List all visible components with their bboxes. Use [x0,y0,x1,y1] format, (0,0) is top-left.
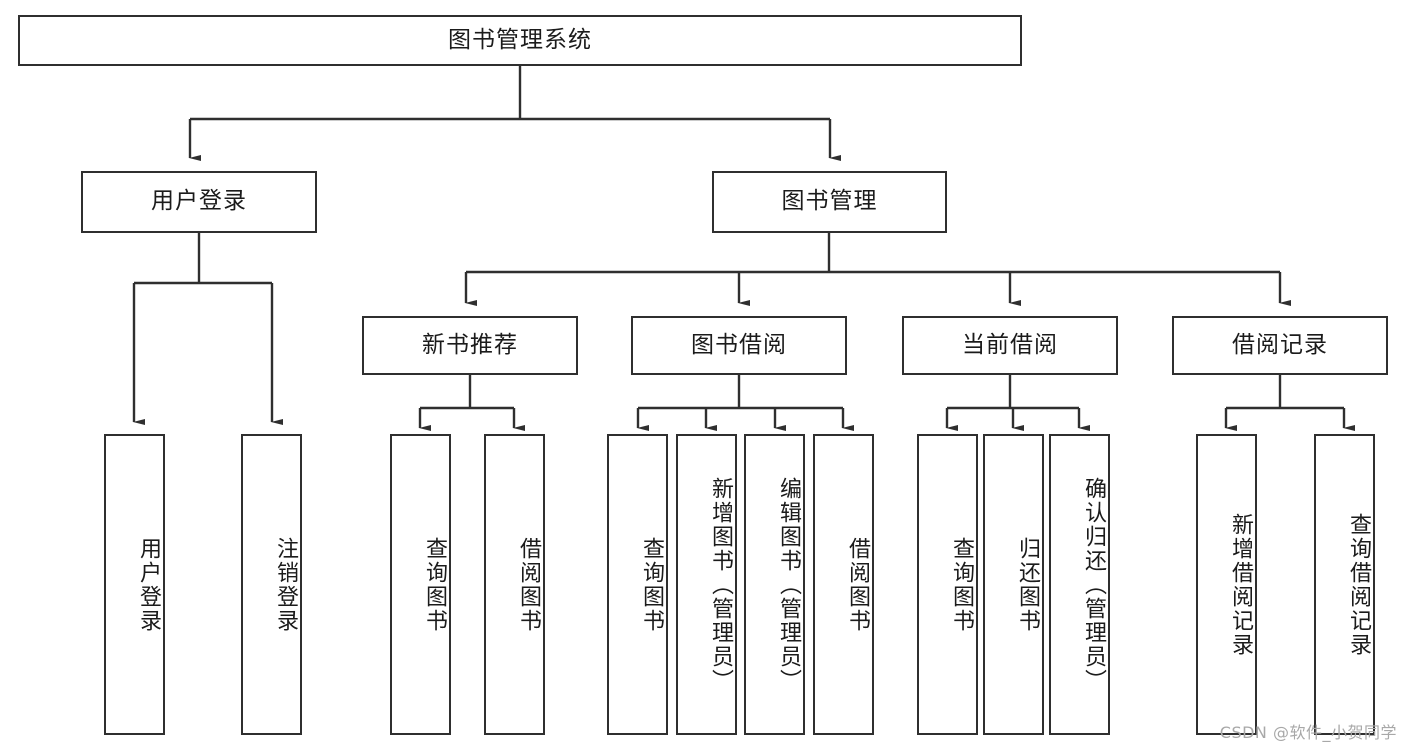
leaf-current-query-book[interactable]: 查询图书 [917,434,978,735]
leaf-current-confirm-return-admin[interactable]: 确认归还（管理员） [1049,434,1110,735]
node-label: 图书管理 [781,188,878,215]
node-label: 查询图书 [422,536,447,633]
leaf-borrow-add-book-admin[interactable]: 新增图书（管理员） [676,434,737,735]
leaf-recommend-query-book[interactable]: 查询图书 [390,434,451,735]
node-label: 图书借阅 [691,331,787,358]
node-root-system[interactable]: 图书管理系统 [18,15,1022,66]
leaf-record-add-record[interactable]: 新增借阅记录 [1196,434,1257,735]
leaf-user-login-signout[interactable]: 注销登录 [241,434,302,735]
node-label: 新增借阅记录 [1228,512,1253,657]
leaf-current-return-book[interactable]: 归还图书 [983,434,1044,735]
leaf-recommend-borrow-book[interactable]: 借阅图书 [484,434,545,735]
node-label: 查询图书 [949,536,974,633]
node-book-management[interactable]: 图书管理 [712,171,947,233]
node-label: 用户登录 [151,188,247,215]
leaf-user-login-signin[interactable]: 用户登录 [104,434,165,735]
watermark: CSDN @软件_小贺同学 [1219,723,1397,742]
node-label: 图书管理系统 [448,26,592,53]
node-label: 借阅图书 [516,536,541,633]
node-label: 新增图书（管理员） [708,476,733,693]
node-label: 新书推荐 [422,331,518,358]
node-current-borrow[interactable]: 当前借阅 [902,316,1118,375]
node-label: 确认归还（管理员） [1081,476,1106,693]
node-label: 当前借阅 [962,331,1058,358]
node-label: 查询图书 [639,536,664,633]
node-new-book-recommend[interactable]: 新书推荐 [362,316,578,375]
leaf-borrow-borrow-book[interactable]: 借阅图书 [813,434,874,735]
node-label: 查询借阅记录 [1346,512,1371,657]
node-label: 借阅记录 [1232,331,1328,358]
leaf-borrow-query-book[interactable]: 查询图书 [607,434,668,735]
leaf-borrow-edit-book-admin[interactable]: 编辑图书（管理员） [744,434,805,735]
node-label: 借阅图书 [845,536,870,633]
node-user-login[interactable]: 用户登录 [81,171,317,233]
node-label: 编辑图书（管理员） [776,476,801,693]
node-label: 归还图书 [1015,536,1040,633]
leaf-record-query-record[interactable]: 查询借阅记录 [1314,434,1375,735]
node-borrow-record[interactable]: 借阅记录 [1172,316,1388,375]
node-book-borrow[interactable]: 图书借阅 [631,316,847,375]
node-label: 用户登录 [136,536,161,633]
node-label: 注销登录 [273,536,298,633]
